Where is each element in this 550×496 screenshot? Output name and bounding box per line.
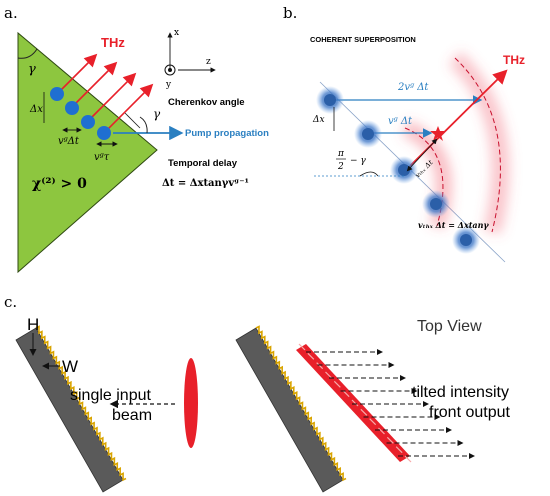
front-stripe — [395, 446, 403, 454]
front-stripe — [342, 390, 350, 398]
grating-left — [15, 327, 124, 493]
label-2vg-dt: 2vᵍ Δt — [397, 82, 429, 93]
pump-label: Pump propagation — [185, 128, 269, 139]
dot-core-4 — [430, 198, 442, 210]
front-stripe — [360, 408, 368, 416]
front-stripe — [378, 427, 385, 435]
temporal-label: Temporal delay — [168, 158, 238, 169]
input-label-line2: beam — [112, 407, 152, 424]
superposition-star — [430, 126, 446, 141]
vthz-dt-arrow — [406, 138, 438, 172]
pi-label: π — [337, 149, 345, 159]
axis-y-circle — [164, 64, 176, 76]
front-stripe — [307, 352, 315, 360]
pi-den-label: 2 — [337, 162, 344, 172]
panel-b-title: COHERENT SUPERPOSITION — [310, 35, 416, 44]
electron-dot-3 — [81, 115, 95, 129]
output-label-line2: front output — [429, 404, 511, 421]
input-beam-ellipse — [184, 358, 198, 448]
label-vg-dt-b: vᵍ Δt — [388, 116, 413, 127]
front-stripe — [316, 362, 324, 370]
input-label-line1: single input — [70, 387, 152, 404]
grating-left-teeth — [35, 325, 127, 482]
panel-c: c. H W single input beam Top View tilted… — [4, 293, 511, 493]
axis-z-label: z — [206, 57, 211, 67]
front-stripe — [333, 380, 341, 388]
grating-right — [235, 327, 344, 493]
axis-x-label: x — [174, 28, 179, 38]
thz-front-outer — [448, 51, 510, 235]
thz-arrow-3 — [86, 72, 137, 123]
vg-tau-label-a: vᵍτ — [94, 152, 110, 163]
axis-y-dot — [168, 68, 172, 72]
delay-equation: Δt = Δxtanγvᵍ⁻¹ — [162, 178, 249, 189]
output-label-line1: tilted intensity — [412, 384, 509, 401]
top-view-label: Top View — [417, 318, 482, 335]
dx-label-a: Δx — [29, 104, 43, 115]
output-arrows — [306, 349, 475, 459]
electron-dot-2 — [65, 101, 79, 115]
front-stripe — [325, 371, 332, 379]
angle-arc-b — [359, 171, 379, 177]
dot-core-2 — [362, 128, 374, 140]
w-label: W — [62, 357, 78, 376]
gamma-arc-a — [17, 48, 38, 59]
thz-label-a: THz — [101, 35, 125, 50]
dx-label-b: Δx — [312, 115, 325, 125]
cherenkov-tick — [124, 112, 141, 129]
front-stripe — [351, 399, 359, 407]
cherenkov-label: Cherenkov angle — [168, 97, 245, 108]
front-stripe — [404, 455, 412, 463]
front-stripe — [298, 343, 306, 351]
grating-tooth-edge — [35, 325, 127, 482]
front-stripe — [369, 418, 377, 426]
grating-tooth-edge — [255, 325, 347, 482]
panel-b-label: b. — [283, 4, 297, 22]
electron-dot-4 — [97, 126, 111, 140]
gamma-label-a: γ — [28, 62, 36, 77]
thz-label-b: THz — [503, 53, 525, 67]
gamma-label-a2: γ — [153, 107, 161, 121]
thz-arrow-1 — [56, 53, 98, 95]
panel-b: b. COHERENT SUPERPOSITION 2vᵍ Δt vᵍ Δt T… — [283, 4, 525, 263]
equation-b: vₜₕₓ Δt = Δxtanγ — [418, 220, 489, 230]
minus-gamma-label: − γ — [350, 156, 366, 166]
thz-arrow-2 — [71, 61, 118, 108]
h-label: H — [27, 315, 39, 334]
thz-arrow-4 — [103, 83, 154, 134]
axis-y-label: y — [165, 80, 172, 90]
tilted-front — [296, 344, 410, 462]
crystal-triangle — [17, 31, 158, 274]
front-stripe — [386, 436, 394, 444]
chi-label: χ⁽²⁾ > 0 — [32, 176, 87, 192]
electron-dot-1 — [50, 87, 64, 101]
grating-right-teeth — [255, 325, 347, 482]
panel-a: a. γ THz Δx vᵍΔt vᵍτ Pump propagation γ … — [4, 4, 269, 274]
dot-core-5 — [460, 234, 472, 246]
tilted-front-stripes — [298, 343, 412, 463]
panel-c-label: c. — [4, 293, 17, 311]
dot-core-1 — [324, 94, 336, 106]
vg-dt-label-a: vᵍΔt — [58, 136, 80, 147]
cherenkov-arc — [139, 116, 148, 134]
panel-a-label: a. — [4, 4, 18, 22]
